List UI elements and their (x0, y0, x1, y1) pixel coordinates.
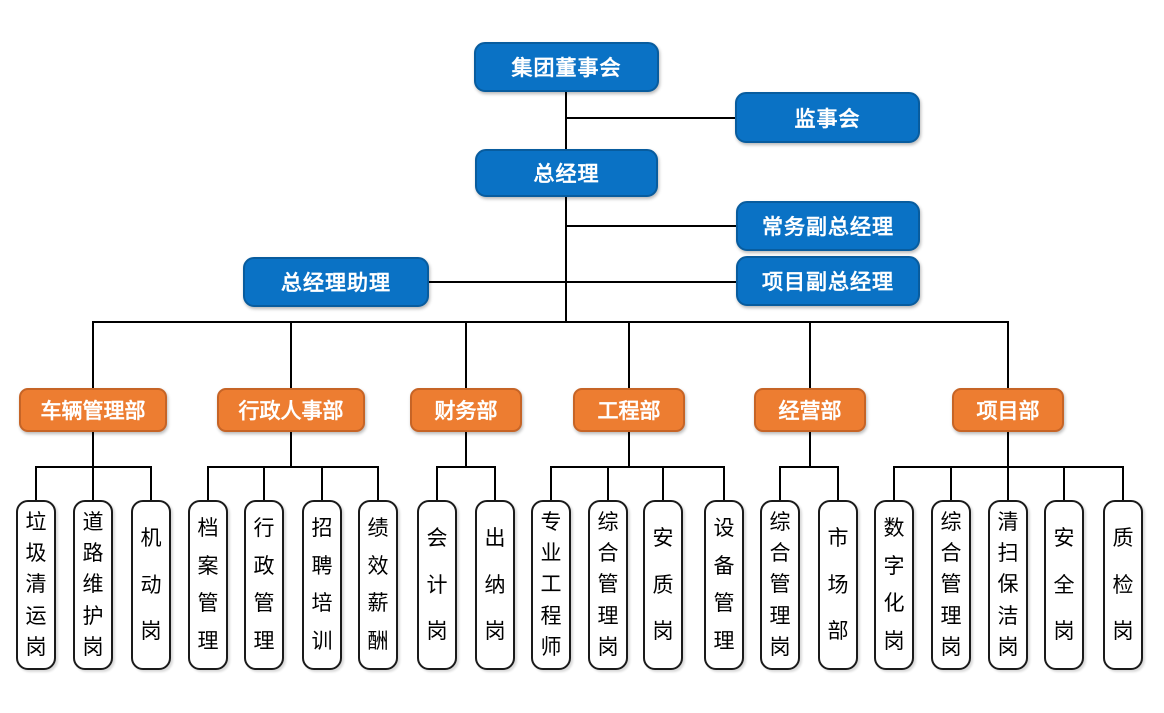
executive-deputy-gm-node: 常务副总经理 (736, 201, 920, 251)
position-node: 安质岗 (643, 500, 683, 670)
dept-engineering-node: 工程部 (573, 388, 685, 432)
connector (809, 432, 811, 467)
position-node: 专业工程师 (531, 500, 571, 670)
gm-assistant-node: 总经理助理 (243, 257, 429, 307)
position-label: 垃圾清运岗 (25, 511, 47, 659)
position-label: 道路维护岗 (82, 511, 104, 659)
position-node: 市场部 (818, 500, 858, 670)
connector (550, 466, 552, 500)
position-label: 机动岗 (140, 526, 162, 644)
connector (662, 466, 664, 500)
position-node: 质检岗 (1103, 500, 1143, 670)
connector (290, 321, 292, 388)
connector (436, 466, 438, 500)
position-label: 招聘培训 (311, 517, 333, 653)
connector (92, 432, 94, 467)
connector (550, 466, 724, 468)
position-label: 专业工程师 (540, 511, 562, 659)
connector (207, 466, 209, 500)
project-deputy-gm-node: 项目副总经理 (736, 256, 920, 306)
connector (565, 117, 735, 119)
position-node: 设备管理 (704, 500, 744, 670)
connector (950, 466, 952, 500)
position-label: 质检岗 (1112, 526, 1134, 644)
connector (723, 466, 725, 500)
dept-vehicle-management-node: 车辆管理部 (19, 388, 167, 432)
position-label: 会计岗 (426, 526, 448, 644)
connector (465, 432, 467, 467)
position-label: 市场部 (827, 526, 849, 644)
general-manager-node: 总经理 (475, 149, 658, 197)
connector (565, 197, 567, 323)
connector (377, 466, 379, 500)
position-node: 招聘培训 (302, 500, 342, 670)
dept-operations-node: 经营部 (754, 388, 866, 432)
connector (92, 321, 1009, 323)
position-label: 安质岗 (652, 526, 674, 644)
position-label: 档案管理 (197, 517, 219, 653)
position-node: 综合管理岗 (760, 500, 800, 670)
position-label: 行政管理 (253, 517, 275, 653)
position-label: 安全岗 (1053, 526, 1075, 644)
connector (321, 466, 323, 500)
position-label: 清扫保洁岗 (997, 511, 1019, 659)
connector (35, 466, 37, 500)
connector (779, 466, 781, 500)
connector (1063, 466, 1065, 500)
connector (1007, 432, 1009, 467)
position-node: 综合管理岗 (931, 500, 971, 670)
connector (465, 321, 467, 388)
position-label: 绩效薪酬 (367, 517, 389, 653)
connector (607, 466, 609, 500)
connector (628, 321, 630, 388)
position-label: 设备管理 (713, 517, 735, 653)
dept-finance-node: 财务部 (410, 388, 522, 432)
connector (494, 466, 496, 500)
position-node: 出纳岗 (475, 500, 515, 670)
connector (893, 466, 895, 500)
connector (92, 466, 94, 500)
connector (290, 432, 292, 467)
position-node: 数字化岗 (874, 500, 914, 670)
connector (779, 466, 839, 468)
connector (207, 466, 379, 468)
connector (809, 321, 811, 388)
position-label: 综合管理岗 (769, 511, 791, 659)
position-node: 垃圾清运岗 (16, 500, 56, 670)
connector (837, 466, 839, 500)
position-node: 机动岗 (131, 500, 171, 670)
position-label: 综合管理岗 (597, 511, 619, 659)
connector (1007, 321, 1009, 388)
connector (150, 466, 152, 500)
connector (1122, 466, 1124, 500)
position-node: 绩效薪酬 (358, 500, 398, 670)
connector (92, 321, 94, 388)
position-node: 道路维护岗 (73, 500, 113, 670)
position-node: 行政管理 (244, 500, 284, 670)
connector (565, 225, 736, 227)
dept-project-node: 项目部 (952, 388, 1064, 432)
position-label: 出纳岗 (484, 526, 506, 644)
board-of-directors-node: 集团董事会 (474, 42, 659, 92)
connector (436, 466, 496, 468)
position-node: 会计岗 (417, 500, 457, 670)
connector (1007, 466, 1009, 500)
position-node: 综合管理岗 (588, 500, 628, 670)
position-label: 数字化岗 (883, 517, 905, 653)
dept-admin-hr-node: 行政人事部 (217, 388, 365, 432)
position-node: 清扫保洁岗 (988, 500, 1028, 670)
connector (263, 466, 265, 500)
connector (628, 432, 630, 467)
position-node: 安全岗 (1044, 500, 1084, 670)
connector (565, 92, 567, 150)
connector (429, 281, 736, 283)
position-node: 档案管理 (188, 500, 228, 670)
supervisory-board-node: 监事会 (735, 92, 920, 143)
position-label: 综合管理岗 (940, 511, 962, 659)
